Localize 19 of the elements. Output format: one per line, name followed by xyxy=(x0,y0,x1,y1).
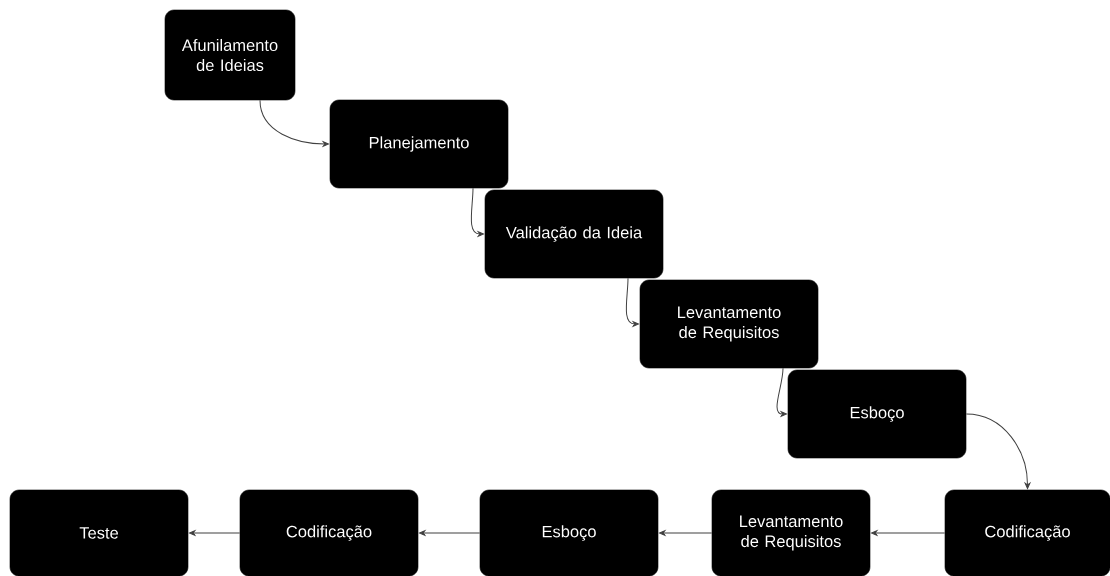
arrow xyxy=(871,530,946,536)
arrow xyxy=(965,413,1031,489)
process-box: Planejamento xyxy=(329,99,509,189)
arrow xyxy=(470,187,484,237)
process-box: Validação da Ideia xyxy=(484,189,664,279)
arrow xyxy=(189,530,241,536)
process-box: Esboço xyxy=(787,369,967,459)
arrow xyxy=(259,99,329,147)
arrow xyxy=(776,367,787,417)
process-box: Levantamento de Requisitos xyxy=(711,489,871,576)
process-box: Codificação xyxy=(944,489,1110,576)
arrow xyxy=(625,277,639,327)
process-box: Levantamento de Requisitos xyxy=(639,279,819,369)
arrow xyxy=(659,530,713,536)
process-box: Afunilamento de Ideias xyxy=(164,9,296,101)
arrow xyxy=(419,530,481,536)
process-box: Esboço xyxy=(479,489,659,576)
process-box: Teste xyxy=(9,489,189,576)
process-box: Codificação xyxy=(239,489,419,576)
